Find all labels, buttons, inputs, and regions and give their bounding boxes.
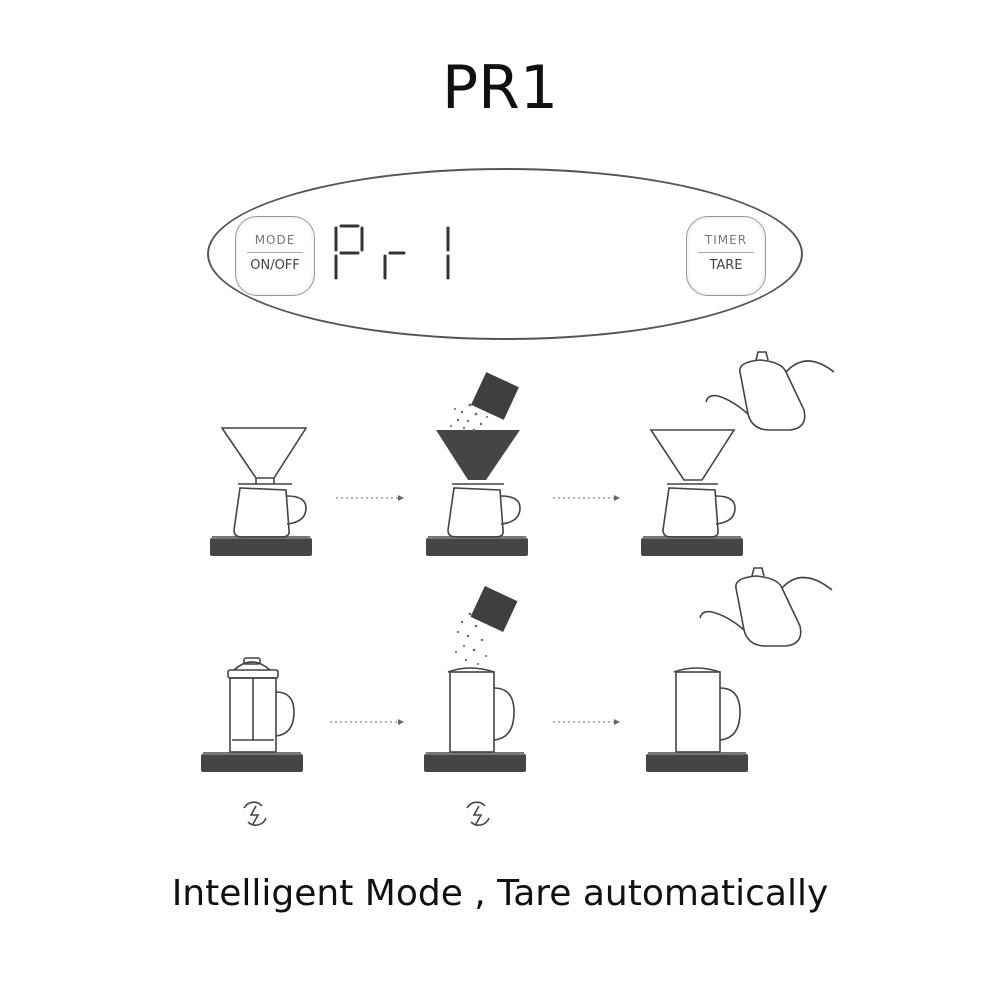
- coffee-bag: [471, 372, 519, 420]
- coffee-bag: [470, 585, 518, 633]
- scale-panel: [207, 168, 803, 340]
- button-divider: [247, 252, 303, 253]
- gooseneck-kettle: [699, 567, 833, 647]
- caption-text: Intelligent Mode , Tare automatically: [171, 873, 829, 914]
- pour-over-station-empty: [210, 427, 312, 556]
- falling-grounds: [455, 612, 487, 665]
- pour-over-station-grounds: [426, 372, 528, 556]
- carafe: [675, 671, 721, 753]
- mode-onoff-button[interactable]: MODE ON/OFF: [235, 216, 315, 296]
- pour-over-station-brewing: [641, 351, 835, 556]
- scale-pad: [641, 536, 743, 556]
- timer-label: TIMER: [704, 233, 748, 247]
- dripper-filter: [220, 427, 308, 479]
- dripper-filter: [649, 429, 736, 481]
- french-press-station: [201, 657, 303, 772]
- press-handle: [275, 691, 295, 737]
- onoff-label: ON/OFF: [250, 258, 300, 273]
- timer-tare-button[interactable]: TIMER TARE: [686, 216, 766, 296]
- scale-pad: [201, 752, 303, 772]
- press-lid: [233, 661, 271, 671]
- tare-label: TARE: [709, 258, 743, 273]
- mode-label: MODE: [254, 233, 296, 247]
- dripper-with-coffee: [436, 430, 520, 480]
- carafe-handle: [493, 687, 515, 741]
- carafe: [449, 671, 495, 753]
- gooseneck-kettle: [705, 351, 835, 431]
- cup-station-grounds: [424, 585, 526, 772]
- scale-pad: [426, 536, 528, 556]
- refresh-bolt-icon: [466, 801, 490, 826]
- scale-pad: [210, 536, 312, 556]
- server-jug: [233, 487, 290, 538]
- cup-station-brewing: [646, 567, 833, 772]
- button-divider: [698, 252, 754, 253]
- scale-pad: [424, 752, 526, 772]
- scale-pad: [646, 752, 748, 772]
- server-jug: [447, 487, 504, 538]
- server-jug: [662, 487, 719, 538]
- segment-display: [334, 224, 450, 280]
- page-title: PR1: [441, 53, 559, 123]
- falling-grounds: [450, 403, 488, 432]
- jug-handle: [286, 495, 307, 525]
- refresh-bolt-icon: [243, 801, 267, 826]
